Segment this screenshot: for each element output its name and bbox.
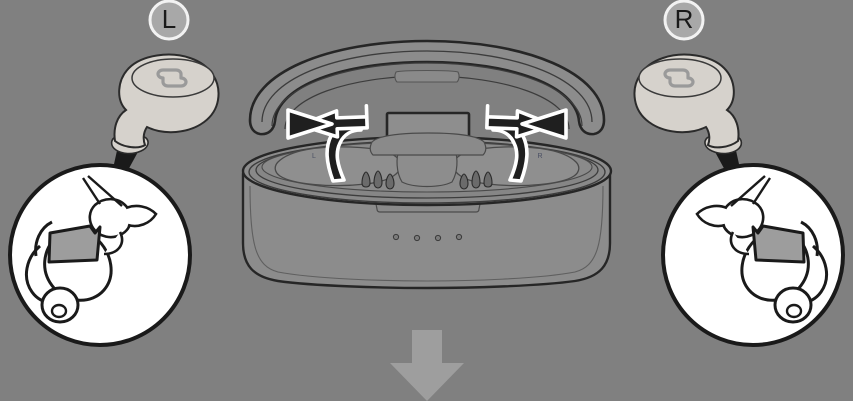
badge-left-circle	[148, 0, 190, 41]
down-arrow-shape	[390, 330, 464, 401]
led-indicator-dots	[392, 233, 463, 242]
badge-right: R	[663, 0, 705, 41]
callout-left-finger-line-2	[87, 175, 123, 207]
callout-left-finger-line-1	[81, 177, 102, 205]
charging-pins-right	[459, 170, 493, 190]
case-body-inner-line	[249, 185, 604, 282]
well-left-label: L	[312, 153, 316, 160]
earbud-left	[110, 53, 220, 155]
rotate-arrow-left-tip	[286, 108, 334, 140]
callout-left-sticker-tab	[47, 224, 102, 264]
well-right-label: R	[537, 153, 542, 160]
pin-left-1	[361, 171, 371, 188]
charging-pins-left	[361, 170, 395, 190]
charging-case: L R	[241, 39, 613, 290]
earbud-left-touchpad	[131, 58, 215, 98]
lid-hinge-recess	[394, 69, 460, 83]
callout-left-index-finger	[125, 204, 158, 228]
earbud-right	[633, 53, 743, 155]
callout-right-finger-edge	[729, 231, 750, 256]
callout-right-eartip-hole	[785, 303, 803, 319]
rotate-arrow-right	[485, 104, 568, 183]
callout-right-finger-line-2	[730, 175, 766, 207]
callout-right-finger-line-1	[751, 177, 772, 205]
earbud-right-touchpad	[638, 58, 722, 98]
pin-left-2	[373, 170, 383, 189]
rotate-arrow-left	[286, 104, 369, 183]
earbud-right-logo-glyph	[663, 68, 695, 88]
lid-inner-line-1	[261, 50, 593, 123]
earbud-left-brand-icon	[156, 68, 188, 88]
badge-left-label: L	[162, 4, 176, 34]
led-dot-4	[455, 233, 463, 241]
callout-left-finger-edge	[103, 231, 124, 256]
pin-right-2	[471, 170, 481, 189]
callout-right-index-finger	[695, 204, 728, 228]
earbud-left-logo-glyph	[156, 68, 188, 88]
badge-left: L	[148, 0, 190, 41]
next-step-down-arrow	[390, 330, 464, 401]
pin-right-3	[459, 173, 469, 190]
pin-left-3	[385, 173, 395, 190]
earbud-right-brand-icon	[663, 68, 695, 88]
rotate-arrow-right-tip	[520, 108, 568, 140]
badge-right-circle	[663, 0, 705, 41]
lid-inner-line-2	[271, 62, 583, 127]
magnifier-callout-left	[8, 163, 192, 347]
callout-left-eartip-hole	[50, 303, 68, 319]
led-dot-3	[434, 234, 442, 242]
led-dot-2	[413, 234, 421, 242]
led-dot-1	[392, 233, 400, 241]
callout-right-sticker-tab	[751, 224, 806, 264]
magnifier-callout-right	[661, 163, 845, 347]
case-hinge-base	[369, 132, 487, 156]
badge-right-label: R	[675, 4, 694, 34]
case-lid	[248, 39, 606, 136]
lid-outer	[248, 39, 606, 136]
pin-right-1	[483, 171, 493, 188]
